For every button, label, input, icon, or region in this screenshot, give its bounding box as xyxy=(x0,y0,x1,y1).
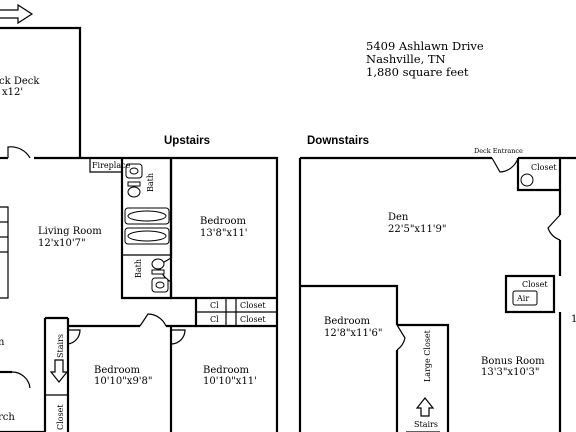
arrow-right-icon xyxy=(0,3,34,25)
stairs-label-upstairs: Stairs xyxy=(56,334,65,358)
cl-label-1: Cl xyxy=(210,301,219,310)
porch-partial-label: rch xyxy=(0,412,15,423)
bath-fixtures xyxy=(124,163,170,293)
section-downstairs: Downstairs xyxy=(307,135,369,147)
address-area: 1,880 square feet xyxy=(366,65,469,79)
address-city: Nashville, TN xyxy=(366,52,446,66)
bedroom-upper-right-size: 13'8"x11' xyxy=(200,228,248,239)
partial-edge-label: 1 xyxy=(571,314,576,325)
water-heater-icon xyxy=(520,173,534,187)
air-label: Air xyxy=(516,294,529,303)
bedroom-lower-left-size: 10'10"x9'8" xyxy=(94,376,153,387)
back-deck-name: ck Deck xyxy=(0,76,40,87)
living-room-name: Living Room xyxy=(38,226,102,237)
section-upstairs: Upstairs xyxy=(164,135,210,147)
bedroom-lower-right-name: Bedroom xyxy=(203,365,249,376)
den-name: Den xyxy=(388,212,409,223)
fireplace-label: Fireplace xyxy=(92,161,131,170)
deck-entrance-label: Deck Entrance xyxy=(474,147,523,155)
den-size: 22'5"x11'9" xyxy=(388,224,447,235)
back-deck-size: x12' xyxy=(2,87,23,98)
downstairs-walls xyxy=(298,156,576,432)
partial-label-n: n xyxy=(0,337,5,348)
bedroom-lower-left-name: Bedroom xyxy=(94,365,140,376)
bedroom-downstairs-size: 12'8"x11'6" xyxy=(324,328,383,339)
large-closet-label: Large Closet xyxy=(423,329,432,382)
living-room-size: 12'x10'7" xyxy=(38,238,86,249)
stairs-arrow-up-icon xyxy=(415,397,435,417)
stairs-label-downstairs: Stairs xyxy=(414,420,438,429)
toilet-icon xyxy=(151,258,165,270)
air-unit-icon xyxy=(512,290,538,306)
bath-top-label: Bath xyxy=(146,173,155,192)
upstairs-walls xyxy=(0,26,279,432)
closet-vertical-label: Closet xyxy=(56,404,65,430)
bonus-room-size: 13'3"x10'3" xyxy=(481,367,540,378)
bedroom-lower-right-size: 10'10"x11' xyxy=(203,376,257,387)
upstairs-doors xyxy=(7,146,210,389)
cl-label-2: Cl xyxy=(210,315,219,324)
closet-label-1: Closet xyxy=(240,301,266,310)
address-street: 5409 Ashlawn Drive xyxy=(366,39,484,53)
bonus-room-name: Bonus Room xyxy=(481,356,545,367)
bedroom-downstairs-name: Bedroom xyxy=(324,316,370,327)
closet-den-label: Closet xyxy=(531,163,557,172)
stairs-arrow-down-icon xyxy=(49,359,69,383)
bath-bottom-label: Bath xyxy=(134,259,143,278)
closet-air-label: Closet xyxy=(522,280,548,289)
toilet-icon xyxy=(127,186,141,198)
bedroom-upper-right-name: Bedroom xyxy=(200,216,246,227)
downstairs-doors xyxy=(396,157,561,351)
closet-label-2: Closet xyxy=(240,315,266,324)
